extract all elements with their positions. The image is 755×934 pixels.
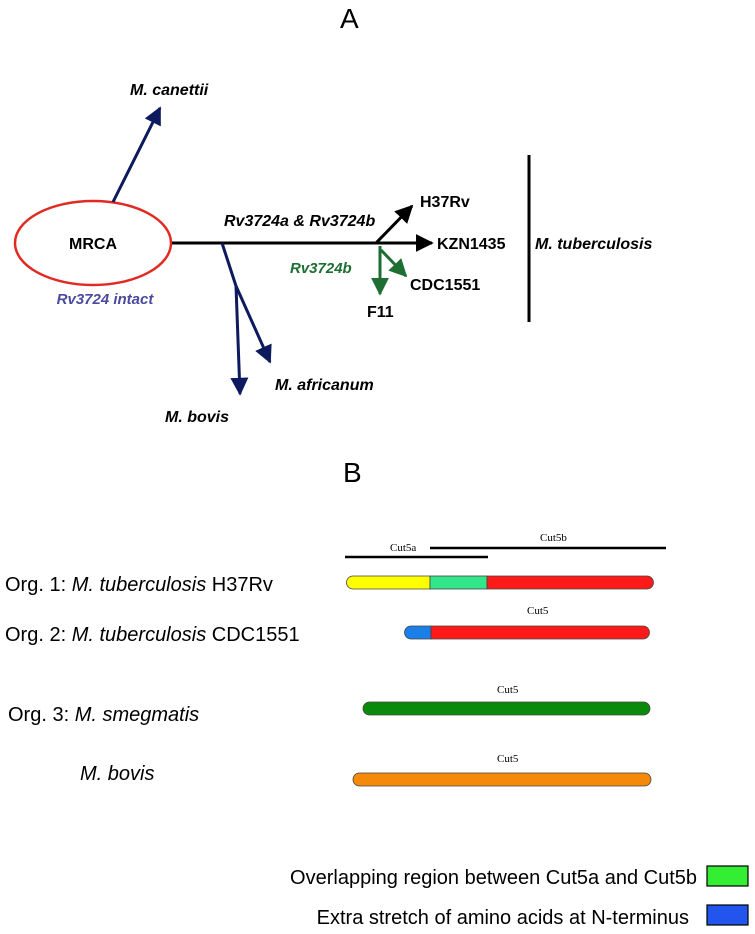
cut5b-label: Cut5b <box>540 532 567 544</box>
mrca-ellipse <box>13 199 173 287</box>
org3-label: Org. 3: M. smegmatis <box>8 704 199 726</box>
org1-segment-overlap <box>429 575 488 590</box>
branch-label-rv3724a-b: Rv3724a & Rv3724b <box>224 213 375 230</box>
org3-cut-label: Cut5 <box>497 684 519 696</box>
org2-segment-cut5 <box>430 625 650 640</box>
org2-bar <box>404 625 650 640</box>
org1-segment-cut5a <box>346 575 431 590</box>
org4-bar <box>352 772 652 787</box>
group-label-tuberculosis: M. tuberculosis <box>535 236 652 253</box>
sub-branch-label-rv3724b: Rv3724b <box>290 260 352 277</box>
leaf-canettii: M. canettii <box>130 82 209 99</box>
org2-cut-label: Cut5 <box>527 605 549 617</box>
leaf-bovis: M. bovis <box>165 409 229 426</box>
org1-label: Org. 1: M. tuberculosis H37Rv <box>5 574 273 596</box>
branch-cdc1551 <box>379 248 408 278</box>
org1-bar <box>346 575 654 590</box>
mrca-label: MRCA <box>69 236 117 253</box>
leaf-cdc1551: CDC1551 <box>410 277 480 294</box>
leaf-africanum: M. africanum <box>275 377 374 394</box>
legend-overlap-text: Overlapping region between Cut5a and Cut… <box>290 867 697 889</box>
branch-bovis-stem <box>220 242 238 287</box>
branch-canettii <box>111 106 162 203</box>
org3-bar <box>362 701 651 716</box>
branch-bovis <box>230 285 249 396</box>
org4-cut-label: Cut5 <box>497 753 519 765</box>
org2-label: Org. 2: M. tuberculosis CDC1551 <box>5 624 300 646</box>
branch-africanum <box>234 285 272 364</box>
panel-a-label: A <box>340 3 359 34</box>
cut5a-label: Cut5a <box>390 542 416 554</box>
legend-nterm-swatch <box>706 904 749 926</box>
org2-segment-nterm <box>404 625 432 640</box>
leaf-f11: F11 <box>367 304 394 321</box>
leaf-kzn1435: KZN1435 <box>437 236 506 253</box>
legend-overlap-swatch <box>706 865 749 887</box>
branch-h37rv <box>374 204 414 245</box>
legend-nterm-text: Extra stretch of amino acids at N-termin… <box>317 907 689 929</box>
leaf-h37rv: H37Rv <box>420 194 470 211</box>
org4-label: M. bovis <box>80 763 154 785</box>
panel-b-label: B <box>343 457 362 488</box>
org1-segment-cut5b <box>486 575 654 590</box>
rv3724-intact-note: Rv3724 intact <box>57 291 155 308</box>
